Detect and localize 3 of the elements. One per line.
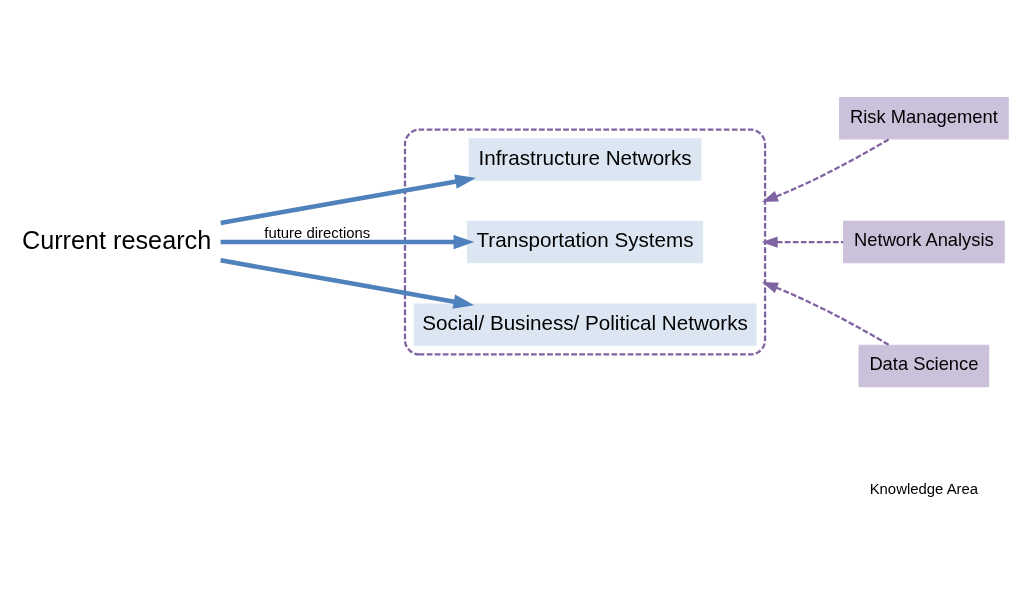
node-text: Current research [21, 225, 212, 253]
label: Knowledge Area [869, 480, 979, 497]
edge-label: future directions [264, 224, 371, 241]
